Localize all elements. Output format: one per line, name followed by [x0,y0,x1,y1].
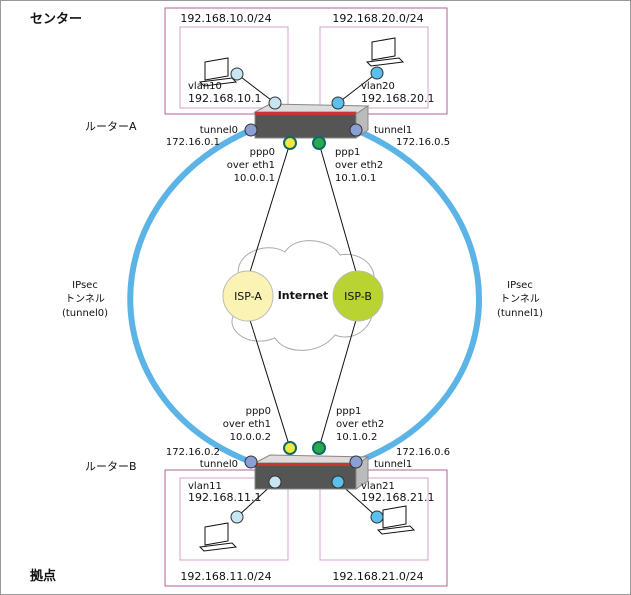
tunnel-left-label: IPsec [72,280,98,291]
ppp0-port-a [283,136,297,150]
laptop-icon [198,522,238,552]
tunnel0-port-b [244,455,258,469]
internet-cloud [222,240,375,351]
vlan20-box [319,26,429,109]
link-ppp1-b [318,319,357,449]
ppp1-port-b [312,441,326,455]
internet-label: Internet [278,289,329,302]
center-site-label: センター [30,12,82,27]
ppp0-b-iface: over eth1 [223,419,271,430]
tunnel0-b-label: tunnel0 [200,459,238,470]
router-a-label: ルーターA [85,120,137,133]
vlan11-name: vlan11 [188,481,222,492]
vlan21-box [319,477,429,561]
laptop-icon [376,505,416,535]
laptop-icon [365,37,405,67]
link-ppp1-a [318,142,357,273]
tunnel1-a-ip: 172.16.0.5 [396,137,450,148]
tunnel1-b-label: tunnel1 [374,459,412,470]
tunnel-left-label: トンネル [65,293,105,305]
ppp0-b-label: ppp0 [246,406,271,417]
vlan10-port [268,96,282,110]
vlan20-network: 192.168.20.0/24 [332,12,423,25]
vlan21-ip: 192.168.21.1 [361,491,434,504]
tunnel1-port-b [349,455,363,469]
vlan10-name: vlan10 [188,81,222,92]
ppp0-a-iface: over eth1 [227,160,275,171]
ppp0-a-label: ppp0 [250,147,275,158]
tunnel-right-label: トンネル [500,293,540,305]
vlan11-box [179,477,289,561]
tunnel0-port-a [244,123,258,137]
ppp1-b-label: ppp1 [336,406,361,417]
tunnel1-b-ip: 172.16.0.6 [396,447,450,458]
tunnel0-a-label: tunnel0 [200,125,238,136]
vlan20-ip: 192.168.20.1 [361,92,434,105]
branch-site-label: 拠点 [30,568,56,584]
vlan11-ip: 192.168.11.1 [188,491,261,504]
ipsec-tunnel0 [127,127,253,465]
router-b-label: ルーターB [85,460,137,473]
tunnel0-b-ip: 172.16.0.2 [166,447,220,458]
vlan20-name: vlan20 [361,81,395,92]
ppp1-a-iface: over eth2 [335,160,383,171]
vlan11-port [268,475,282,489]
ppp0-a-ip: 10.0.0.1 [234,173,275,184]
tunnel1-a-label: tunnel1 [374,125,412,136]
tunnel0-a-ip: 172.16.0.1 [166,137,220,148]
vlan20-port [331,96,345,110]
vlan10-ip: 192.168.10.1 [188,92,261,105]
vlan10-network: 192.168.10.0/24 [180,12,271,25]
tunnel1-port-a [349,123,363,137]
isp-a-node [222,270,274,322]
isp-b-node [332,270,384,322]
ppp0-port-b [283,441,297,455]
vlan11-network: 192.168.11.0/24 [180,570,271,583]
ppp1-port-a [312,136,326,150]
ppp1-b-iface: over eth2 [336,419,384,430]
laptop-icon [198,57,238,87]
link-ppp0-b [249,319,291,449]
ipsec-tunnel1 [354,127,482,465]
tunnel-right-label: IPsec [507,280,533,291]
ppp1-b-ip: 10.1.0.2 [336,432,377,443]
vlan21-network: 192.168.21.0/24 [332,570,423,583]
ppp1-a-label: ppp1 [335,147,360,158]
vlan21-port [331,475,345,489]
vlan10-box [179,26,289,109]
tunnel-right-label: (tunnel1) [497,308,543,319]
isp-b-label: ISP-B [344,290,372,303]
ppp1-a-ip: 10.1.0.1 [335,173,376,184]
tunnel-left-label: (tunnel0) [62,308,108,319]
vlan21-name: vlan21 [361,481,395,492]
isp-a-label: ISP-A [234,290,262,303]
link-ppp0-a [249,142,291,273]
ppp0-b-ip: 10.0.0.2 [230,432,271,443]
